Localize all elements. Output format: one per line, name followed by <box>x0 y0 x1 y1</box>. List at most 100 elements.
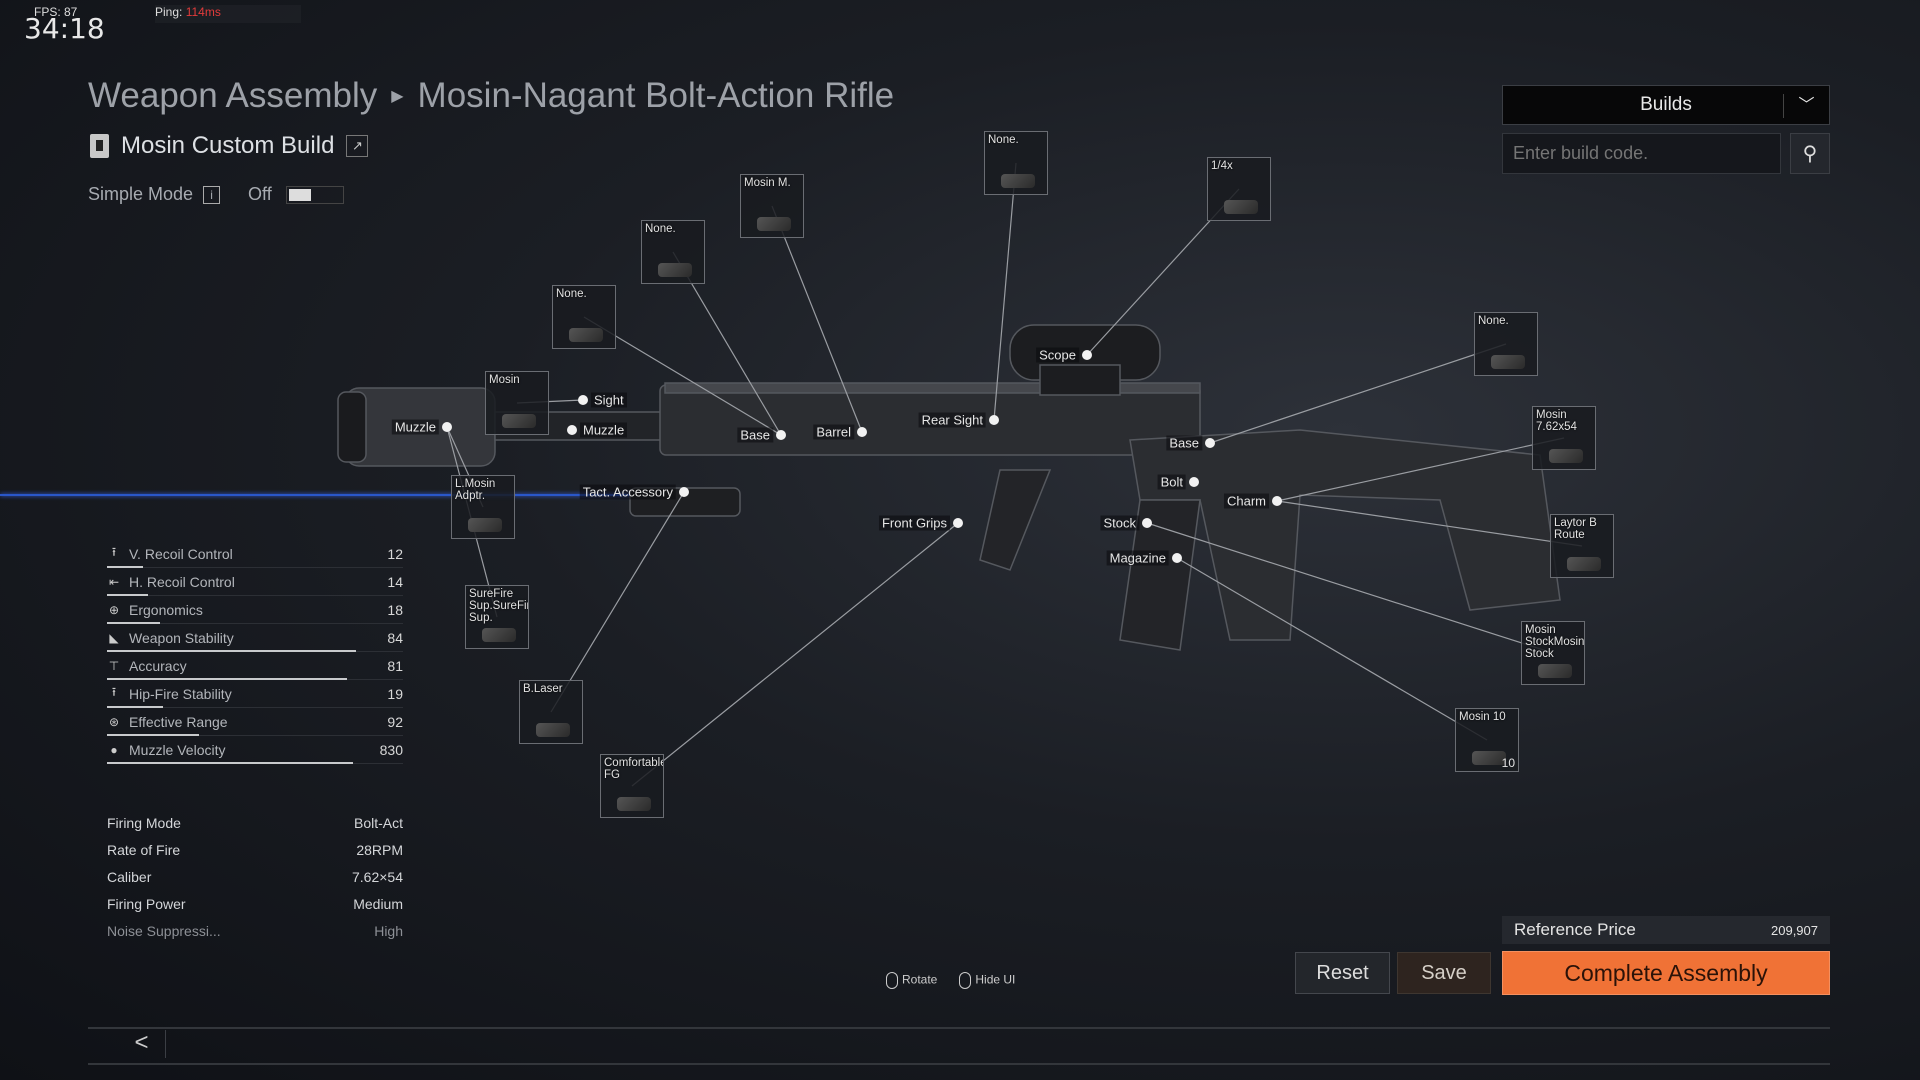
stat-bar <box>107 566 143 568</box>
back-button[interactable]: < <box>118 1030 166 1058</box>
attach-point-dot[interactable] <box>567 425 577 435</box>
attach-point-dot[interactable] <box>442 422 452 432</box>
attachment-slot[interactable]: Mosin 7.62x54 <box>1532 406 1596 470</box>
attach-point-dot[interactable] <box>776 430 786 440</box>
attachment-slot[interactable]: SureFire Sup.SureFire Sup. <box>465 585 529 649</box>
hide-ui-label: Hide UI <box>975 972 1016 987</box>
stat-value: 18 <box>387 601 403 618</box>
attach-point-label: Front Grips <box>878 515 950 531</box>
attachment-thumbnail <box>502 414 536 428</box>
attachment-slot[interactable]: None. <box>552 285 616 349</box>
slot-label: 1/4x <box>1211 160 1233 172</box>
breadcrumb-current: Mosin-Nagant Bolt-Action Rifle <box>417 76 895 115</box>
ping-value: 114ms <box>185 5 221 19</box>
up-arrow-icon: ⭱ <box>111 685 117 699</box>
attachment-slot[interactable]: Comfortable FG <box>600 754 664 818</box>
attachment-thumbnail <box>1549 449 1583 463</box>
attach-point-dot[interactable] <box>989 415 999 425</box>
attachment-slot[interactable]: L.Mosin Adptr. <box>451 475 515 539</box>
leader-line <box>1146 522 1554 654</box>
rotate-label: Rotate <box>902 972 938 987</box>
rotate-hint: Rotate <box>886 972 937 989</box>
slot-label: Laytor B Route <box>1554 517 1597 541</box>
attach-point-dot[interactable] <box>857 427 867 437</box>
stat-value: 12 <box>387 545 403 562</box>
attachment-slot[interactable]: None. <box>641 220 705 284</box>
attach-point-dot[interactable] <box>1272 496 1282 506</box>
attach-point-dot[interactable] <box>953 518 963 528</box>
attach-point-label: Magazine <box>1106 550 1169 566</box>
search-button[interactable]: ⚲ <box>1790 133 1830 174</box>
info-label: Rate of Fire <box>107 841 181 858</box>
up-arrow-icon: ⭱ <box>111 545 117 559</box>
attachment-thumbnail <box>1567 557 1601 571</box>
chevron-down-icon[interactable]: ﹀ <box>1783 94 1829 118</box>
attachment-slot[interactable]: B.Laser <box>519 680 583 744</box>
stat-label: Accuracy <box>129 657 187 674</box>
attach-point-label: Bolt <box>1157 474 1186 490</box>
stat-label: Hip-Fire Stability <box>129 685 232 702</box>
attachment-slot[interactable]: None. <box>984 131 1048 195</box>
slot-label: Comfortable FG <box>604 757 664 781</box>
info-value: 7.62×54 <box>352 868 403 885</box>
attachment-thumbnail <box>757 217 791 231</box>
attach-point-dot[interactable] <box>1172 553 1182 563</box>
stat-bar <box>107 678 347 680</box>
builds-label: Builds <box>1640 94 1692 115</box>
attachment-thumbnail <box>1224 200 1258 214</box>
attach-point-label: Scope <box>1036 347 1079 363</box>
attach-point-dot[interactable] <box>1142 518 1152 528</box>
attachment-slot[interactable]: 1/4x <box>1207 157 1271 221</box>
breadcrumb-root[interactable]: Weapon Assembly <box>88 76 378 115</box>
slot-label: SureFire Sup.SureFire Sup. <box>469 588 528 624</box>
stat-label: Effective Range <box>129 713 228 730</box>
match-timer: 34:18 <box>24 12 105 45</box>
leader-line <box>771 205 863 433</box>
attach-point-dot[interactable] <box>1189 477 1199 487</box>
complete-assembly-button[interactable]: Complete Assembly <box>1502 951 1830 995</box>
reset-button[interactable]: Reset <box>1295 952 1390 994</box>
divider <box>88 1063 1830 1065</box>
build-code-input[interactable] <box>1502 133 1781 174</box>
hide-ui-hint[interactable]: Hide UI <box>959 972 1015 989</box>
attachment-slot[interactable]: Mosin <box>485 371 549 435</box>
attachment-slot[interactable]: Laytor B Route <box>1550 514 1614 578</box>
attachment-thumbnail <box>1491 355 1525 369</box>
builds-dropdown[interactable]: Builds ﹀ <box>1502 85 1830 125</box>
stat-bar <box>107 734 199 736</box>
info-value: Bolt-Act <box>353 814 403 831</box>
slot-label: L.Mosin Adptr. <box>455 478 496 502</box>
info-icon[interactable]: i <box>203 185 221 204</box>
simple-mode-toggle[interactable] <box>285 185 344 204</box>
attach-point-dot[interactable] <box>679 487 689 497</box>
stat-value: 84 <box>387 629 403 646</box>
edit-name-icon[interactable]: ↗ <box>346 135 369 157</box>
attach-point-dot[interactable] <box>578 395 588 405</box>
slot-label: Mosin M. <box>744 177 791 189</box>
slot-label: None. <box>645 223 676 235</box>
stat-value: 19 <box>387 685 403 702</box>
attachment-thumbnail <box>1472 751 1506 765</box>
attach-point-label: Tact. Accessory <box>579 484 676 500</box>
save-button[interactable]: Save <box>1397 952 1491 994</box>
attach-point-dot[interactable] <box>1082 350 1092 360</box>
attach-point-label: Stock <box>1100 515 1139 531</box>
attachment-slot[interactable]: None. <box>1474 312 1538 376</box>
ping-readout: Ping: 114ms <box>155 5 301 23</box>
attachment-slot[interactable]: Mosin M. <box>740 174 804 238</box>
attach-point-label: Sight <box>591 392 627 408</box>
stat-label: Muzzle Velocity <box>129 741 226 758</box>
grip-icon: ◣ <box>109 630 119 645</box>
attachment-slot[interactable]: Mosin StockMosin Stock <box>1521 621 1585 685</box>
attach-point-dot[interactable] <box>1205 438 1215 448</box>
leader-line <box>1276 437 1565 502</box>
